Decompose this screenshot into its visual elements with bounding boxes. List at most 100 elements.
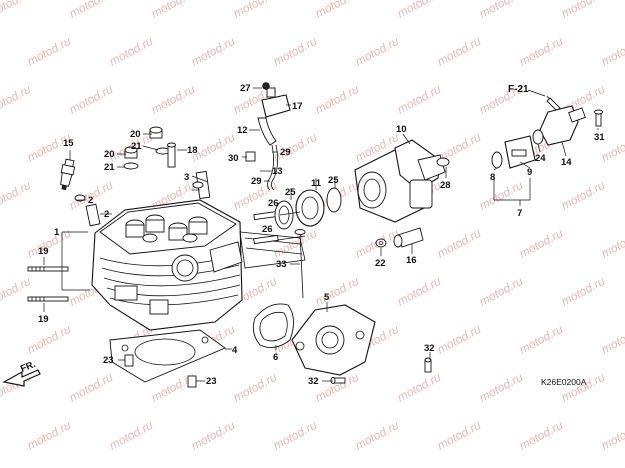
watermark-text: motod.ru [313,274,362,309]
callout-3: 3 [184,172,189,183]
watermark-text: motod.ru [0,82,34,117]
dowel-pins [124,354,197,388]
callout-25b: 25 [328,175,339,186]
studs-26 [253,210,279,245]
front-arrow [2,369,41,387]
watermark-text: motod.ru [231,370,280,405]
callout-29a: 29 [280,147,291,158]
bolts-32 [330,357,432,384]
callout-5: 5 [324,292,330,303]
front-label: FR. [19,359,37,375]
washer-22 [375,238,387,248]
callout-16: 16 [406,255,417,266]
callout-28: 28 [440,180,451,191]
watermark-text: motod.ru [0,178,34,213]
callout-26a: 26 [268,198,279,209]
sensor-16 [393,227,424,248]
callout-7: 7 [517,208,522,219]
watermark-text: motod.ru [353,418,402,453]
insulator-5 [291,304,376,376]
intake-seals [274,187,342,230]
callout-4: 4 [232,345,238,356]
watermark-text: motod.ru [67,370,116,405]
watermark-text: motod.ru [271,418,320,453]
watermark-text: motod.ru [149,82,198,117]
studs-19 [27,266,69,302]
callout-33: 33 [276,259,287,270]
watermark-text: motod.ru [599,418,625,453]
watermark-text: motod.ru [395,0,444,21]
watermark-text: motod.ru [0,274,34,309]
callout-22: 22 [375,258,386,269]
watermark-text: motod.ru [271,34,320,69]
watermark-text: motod.ru [517,226,566,261]
injector-assembly [491,95,603,169]
callout-25a: 25 [285,187,296,198]
callout-18: 18 [187,145,198,156]
watermark-text: motod.ru [599,34,625,69]
callout-19b: 19 [38,314,49,325]
callout-21b: 21 [104,162,115,173]
callout-6: 6 [273,352,278,363]
callout-26b: 26 [262,224,273,235]
watermark-text: motod.ru [67,82,116,117]
watermark-text: motod.ru [477,370,526,405]
watermark-text: motod.ru [313,370,362,405]
callout-2b: 2 [104,209,109,220]
callout-13: 13 [272,166,283,177]
cylinder-head [91,199,243,331]
callout-27: 27 [240,83,251,94]
watermark-text: motod.ru [435,322,484,357]
callout-24: 24 [535,153,546,164]
spark-plug [60,158,76,191]
callout-30: 30 [228,153,239,164]
watermark-text: motod.ru [25,418,74,453]
watermark-text: motod.ru [25,34,74,69]
watermark-text: motod.ru [25,226,74,261]
callout-20b: 20 [104,149,115,160]
watermark-text: motod.ru [435,226,484,261]
watermark-text: motod.ru [435,418,484,453]
watermark-text: motod.ru [189,418,238,453]
callout-32b: 32 [308,376,319,387]
callout-21a: 21 [131,141,142,152]
map-sensor [245,82,291,191]
callout-32a: 32 [424,343,435,354]
valve-guides [74,170,211,227]
watermark-text: motod.ru [477,274,526,309]
callout-2a: 2 [88,195,93,206]
gasket-6 [252,303,294,349]
watermark-text: motod.ru [149,0,198,21]
leader-lines [43,87,599,382]
callout-29b: 29 [251,176,262,187]
callout-17: 17 [292,101,303,112]
watermark-text: motod.ru [599,322,625,357]
callout-9: 9 [527,167,532,178]
watermark-text: motod.ru [353,34,402,69]
watermark-text: motod.ru [395,370,444,405]
washer-28 [436,157,450,167]
watermark-text: motod.ru [25,322,74,357]
watermark-text: motod.ru [559,370,608,405]
watermark-text: motod.ru [559,178,608,213]
watermark-text: motod.ru [435,34,484,69]
watermark-text: motod.ru [395,82,444,117]
watermark-text: motod.ru [599,226,625,261]
watermark-text: motod.ru [477,0,526,21]
watermark-text: motod.ru [517,418,566,453]
callout-11: 11 [311,178,322,189]
callout-labels: 1 2 2 3 4 5 6 7 8 9 10 11 12 13 14 15 16… [19,83,605,387]
callout-8: 8 [490,172,495,183]
stud-18 [167,142,176,168]
watermark-text: motod.ru [67,0,116,21]
watermark-text: motod.ru [0,0,34,21]
callout-31: 31 [594,132,605,143]
watermark-text: motod.ru [313,82,362,117]
watermark-text: motod.ru [395,274,444,309]
callout-20a: 20 [130,129,141,140]
bolts-20-21 [123,126,171,170]
watermark-text: motod.ru [189,34,238,69]
callout-15: 15 [63,138,74,149]
watermark-text: motod.ru [231,0,280,21]
bolt-33 [294,229,306,299]
